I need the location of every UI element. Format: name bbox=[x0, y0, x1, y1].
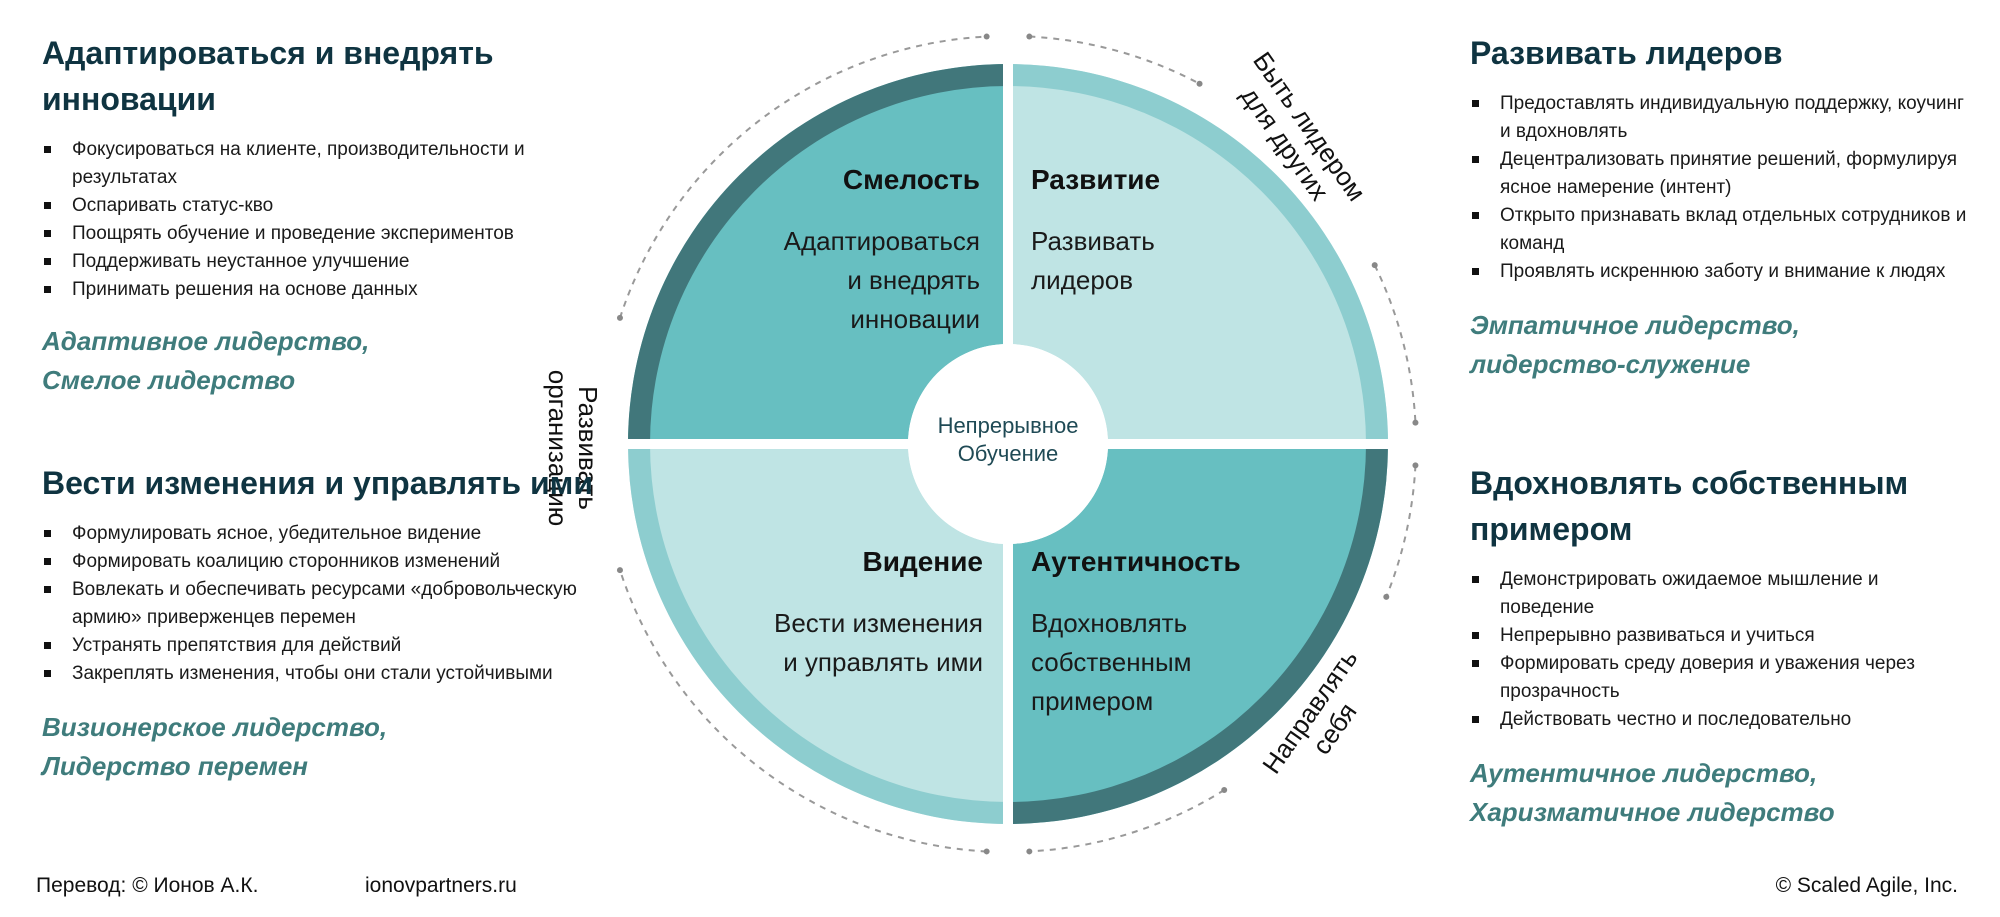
quadrant-body-line: лидеров bbox=[1031, 265, 1134, 295]
center-label-line: Обучение bbox=[957, 441, 1059, 466]
quadrant-body-line: Вдохновлять bbox=[1031, 608, 1188, 638]
quadrant-body-line: Адаптироваться bbox=[783, 226, 980, 256]
dashed-outer-arc bbox=[1385, 465, 1417, 598]
arc-end-dot bbox=[1412, 462, 1419, 469]
leadership-styles: Адаптивное лидерство, Смелое лидерство bbox=[42, 322, 582, 400]
list-item: Действовать честно и последовательно bbox=[1470, 706, 1970, 734]
leadership-styles: Визионерское лидерство, Лидерство переме… bbox=[42, 708, 642, 786]
dashed-outer-arc bbox=[619, 569, 987, 853]
dashed-outer-arc bbox=[1029, 789, 1225, 853]
quadrant-outer-band bbox=[628, 444, 1008, 824]
list-item: Открыто признавать вклад отдельных сотру… bbox=[1470, 202, 1970, 258]
quadrant-courage-fill bbox=[628, 64, 1008, 444]
quadrant-body-line: инновации bbox=[850, 304, 980, 334]
list-item: Принимать решения на основе данных bbox=[42, 276, 582, 304]
panel-title: Вести изменения и управлять ими bbox=[42, 465, 593, 501]
arc-end-dot bbox=[983, 33, 990, 40]
arc-end-dot bbox=[616, 567, 623, 574]
list-item: Поддерживать неустанное улучшение bbox=[42, 248, 582, 276]
quadrant-body: Развивать лидеров bbox=[1031, 222, 1331, 300]
panel-title: Вдохновлять собственным примером bbox=[1470, 465, 1909, 547]
bullet-list: Демонстрировать ожидаемое мышление и пов… bbox=[1470, 566, 1970, 734]
panel-title: Развивать лидеров bbox=[1470, 35, 1783, 71]
list-item: Предоставлять индивидуальную поддержку, … bbox=[1470, 90, 1970, 146]
dashed-outer-arc bbox=[1029, 35, 1201, 85]
quadrant-body-line: и внедрять bbox=[847, 265, 980, 295]
list-item: Поощрять обучение и проведение экспериме… bbox=[42, 220, 582, 248]
quadrant-title: Развитие bbox=[1031, 164, 1161, 195]
center-label-line: Непрерывное bbox=[937, 413, 1079, 438]
list-item: Устранять препятствия для действий bbox=[42, 632, 642, 660]
bullet-list: Фокусироваться на клиенте, производитель… bbox=[42, 136, 582, 304]
leadership-styles: Эмпатичное лидерство, лидерство-служение bbox=[1470, 306, 1970, 384]
list-item: Демонстрировать ожидаемое мышление и пов… bbox=[1470, 566, 1970, 622]
arc-end-dot bbox=[1026, 33, 1033, 40]
bullet-list: Предоставлять индивидуальную поддержку, … bbox=[1470, 90, 1970, 286]
quadrant-body: Вести изменения и управлять ими bbox=[683, 604, 983, 682]
list-item: Вовлекать и обеспечивать ресурсами «добр… bbox=[42, 576, 642, 632]
list-item: Формировать среду доверия и уважения чер… bbox=[1470, 650, 1970, 706]
quadrant-outer-band bbox=[628, 64, 1008, 444]
leadership-style: Эмпатичное лидерство, bbox=[1470, 310, 1800, 340]
arc-end-dot bbox=[616, 314, 623, 321]
quadrant-vision-fill bbox=[628, 444, 1008, 824]
quadrant-title: Аутентичность bbox=[1031, 546, 1241, 577]
list-item: Децентрализовать принятие решений, форму… bbox=[1470, 146, 1970, 202]
arc-end-dot bbox=[1371, 262, 1378, 269]
copyright: © Scaled Agile, Inc. bbox=[1775, 874, 1958, 897]
quadrant-authenticity-fill bbox=[1008, 444, 1388, 824]
leadership-style: лидерство-служение bbox=[1470, 349, 1751, 379]
quadrant-body-line: собственным bbox=[1031, 647, 1192, 677]
quadrant-authenticity: Аутентичность Вдохновлять собственным пр… bbox=[1031, 542, 1331, 721]
quadrant-development: Развитие Развивать лидеров bbox=[1031, 160, 1331, 300]
leadership-style: Аутентичное лидерство, bbox=[1470, 758, 1818, 788]
leadership-style: Смелое лидерство bbox=[42, 365, 296, 395]
center-circle bbox=[908, 344, 1108, 544]
quadrant-title: Смелость bbox=[842, 164, 980, 195]
arc-end-dot bbox=[1026, 848, 1033, 855]
arc-end-dot bbox=[983, 848, 990, 855]
quadrant-body-line: и управлять ими bbox=[783, 647, 983, 677]
leadership-style: Адаптивное лидерство, bbox=[42, 326, 370, 356]
quadrant-courage: Смелость Адаптироваться и внедрять иннов… bbox=[680, 160, 980, 339]
panel-develop-leaders: Развивать лидеров Предоставлять индивиду… bbox=[1470, 30, 1970, 384]
panel-adapt-innovate: Адаптироваться и внедрять инновации Фоку… bbox=[42, 30, 582, 400]
translation-credit: Перевод: © Ионов А.К. bbox=[36, 874, 259, 897]
quadrant-vision: Видение Вести изменения и управлять ими bbox=[683, 542, 983, 682]
leadership-style: Харизматичное лидерство bbox=[1470, 797, 1835, 827]
quadrant-body: Адаптироваться и внедрять инновации bbox=[680, 222, 980, 339]
panel-lead-by-example: Вдохновлять собственным примером Демонст… bbox=[1470, 460, 1970, 832]
quadrant-body-line: примером bbox=[1031, 686, 1154, 716]
center-label: Непрерывное Обучение bbox=[908, 412, 1108, 468]
list-item: Оспаривать статус-кво bbox=[42, 192, 582, 220]
dashed-outer-arc bbox=[1373, 264, 1417, 423]
list-item: Фокусироваться на клиенте, производитель… bbox=[42, 136, 582, 192]
list-item: Закреплять изменения, чтобы они стали ус… bbox=[42, 660, 642, 688]
quadrant-body-line: Вести изменения bbox=[773, 608, 983, 638]
arc-end-dot bbox=[1412, 419, 1419, 426]
leadership-style: Лидерство перемен bbox=[42, 751, 308, 781]
website-link[interactable]: ionovpartners.ru bbox=[365, 874, 517, 897]
leadership-styles: Аутентичное лидерство, Харизматичное лид… bbox=[1470, 754, 1970, 832]
quadrant-body-line: Развивать bbox=[1031, 226, 1155, 256]
quadrant-outer-band bbox=[1008, 64, 1388, 444]
list-item: Непрерывно развиваться и учиться bbox=[1470, 622, 1970, 650]
quadrant-body: Вдохновлять собственным примером bbox=[1031, 604, 1331, 721]
arc-end-dot bbox=[1196, 80, 1203, 87]
quadrant-outer-band bbox=[1008, 444, 1388, 824]
list-item: Формировать коалицию сторонников изменен… bbox=[42, 548, 642, 576]
leadership-style: Визионерское лидерство, bbox=[42, 712, 388, 742]
arc-end-dot bbox=[1383, 593, 1390, 600]
quadrant-development-fill bbox=[1008, 64, 1388, 444]
panel-lead-change: Вести изменения и управлять ими Формулир… bbox=[42, 460, 642, 786]
arc-end-dot bbox=[1221, 787, 1228, 794]
quadrant-title: Видение bbox=[862, 546, 983, 577]
bullet-list: Формулировать ясное, убедительное видени… bbox=[42, 520, 642, 688]
panel-title: Адаптироваться и внедрять инновации bbox=[42, 35, 494, 117]
dashed-outer-arc bbox=[619, 35, 987, 319]
list-item: Формулировать ясное, убедительное видени… bbox=[42, 520, 642, 548]
list-item: Проявлять искреннюю заботу и внимание к … bbox=[1470, 258, 1970, 286]
